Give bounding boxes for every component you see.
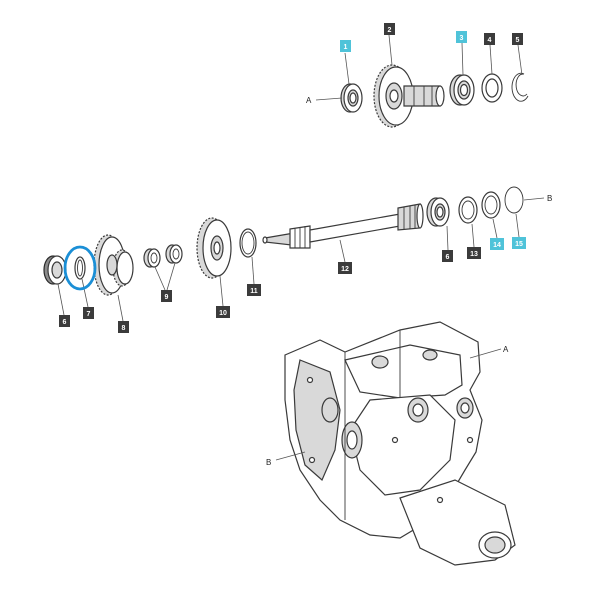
callout-labels: 1 2 3 4 5 6 13 14 xyxy=(59,23,526,333)
callout-9-text: 9 xyxy=(165,294,169,301)
leader-lines xyxy=(57,34,545,461)
callout-11-text: 11 xyxy=(250,288,258,295)
callout-1[interactable]: 1 xyxy=(340,40,351,52)
washer-part-13[interactable] xyxy=(458,196,478,224)
letter-a-housing: A xyxy=(503,345,509,354)
callout-7-text: 7 xyxy=(87,311,91,318)
callout-7-box xyxy=(83,307,94,319)
callout-6-right-text: 6 xyxy=(446,254,450,261)
snap-ring-part-5[interactable] xyxy=(511,72,529,102)
gear-shaft-part-2[interactable] xyxy=(373,64,445,128)
callout-6-right[interactable]: 6 xyxy=(442,250,453,262)
ring-part-7[interactable] xyxy=(74,256,86,280)
letter-a-top: A xyxy=(306,96,312,105)
gear-part-8[interactable] xyxy=(93,234,134,296)
top-assembly xyxy=(340,64,529,128)
callout-15[interactable]: 15 xyxy=(512,237,526,249)
callout-6-left[interactable]: 6 xyxy=(59,315,70,327)
callout-8-text: 8 xyxy=(122,325,126,332)
callout-4-text: 4 xyxy=(488,37,492,44)
callout-13[interactable]: 13 xyxy=(467,247,481,259)
callout-5-box xyxy=(512,33,523,45)
transmission-housing[interactable] xyxy=(284,321,516,566)
callout-3-box xyxy=(456,31,467,43)
callout-14-box xyxy=(490,238,504,250)
needle-bearings-part-9[interactable] xyxy=(143,244,183,268)
washer-part-14[interactable] xyxy=(481,191,501,219)
callout-9[interactable]: 9 xyxy=(161,290,172,302)
callout-11[interactable]: 11 xyxy=(247,284,261,296)
bearing-part-6-left[interactable] xyxy=(43,255,67,285)
letter-markers: A B A B xyxy=(266,96,552,467)
letter-b-housing: B xyxy=(266,458,271,467)
washer-part-4[interactable] xyxy=(481,73,503,103)
callout-2-box xyxy=(384,23,395,35)
callout-6-right-box xyxy=(442,250,453,262)
callout-6-left-text: 6 xyxy=(63,319,67,326)
callout-13-box xyxy=(467,247,481,259)
callout-12-box xyxy=(338,262,352,274)
callout-5[interactable]: 5 xyxy=(512,33,523,45)
bearing-part-1[interactable] xyxy=(340,83,363,113)
callout-4[interactable]: 4 xyxy=(484,33,495,45)
callout-11-box xyxy=(247,284,261,296)
callout-14[interactable]: 14 xyxy=(490,238,504,250)
callout-13-text: 13 xyxy=(470,251,478,258)
ring-part-11[interactable] xyxy=(239,228,257,258)
callout-9-box xyxy=(161,290,172,302)
callout-15-text: 15 xyxy=(515,241,523,248)
callout-8[interactable]: 8 xyxy=(118,321,129,333)
callout-5-text: 5 xyxy=(516,37,520,44)
callout-3[interactable]: 3 xyxy=(456,31,467,43)
callout-14-text: 14 xyxy=(493,242,501,249)
snap-ring-part-15[interactable] xyxy=(504,186,524,214)
callout-2-text: 2 xyxy=(388,27,392,34)
callout-3-text: 3 xyxy=(460,35,464,42)
callout-12-text: 12 xyxy=(341,266,349,273)
callout-10-box xyxy=(216,306,230,318)
callout-7[interactable]: 7 xyxy=(83,307,94,319)
callout-10-text: 10 xyxy=(219,310,227,317)
callout-12[interactable]: 12 xyxy=(338,262,352,274)
callout-2[interactable]: 2 xyxy=(384,23,395,35)
letter-b-right: B xyxy=(547,194,552,203)
callout-15-box xyxy=(512,237,526,249)
callout-1-text: 1 xyxy=(344,44,348,51)
callout-6-left-box xyxy=(59,315,70,327)
gear-part-10[interactable] xyxy=(196,217,232,279)
bearing-part-3[interactable] xyxy=(449,74,475,106)
callout-8-box xyxy=(118,321,129,333)
callout-4-box xyxy=(484,33,495,45)
selection-ring xyxy=(63,245,97,291)
middle-assembly xyxy=(43,186,524,296)
callout-1-box xyxy=(340,40,351,52)
callout-10[interactable]: 10 xyxy=(216,306,230,318)
bearing-part-6-right[interactable] xyxy=(426,197,450,227)
shaft-part-12[interactable] xyxy=(262,203,424,249)
